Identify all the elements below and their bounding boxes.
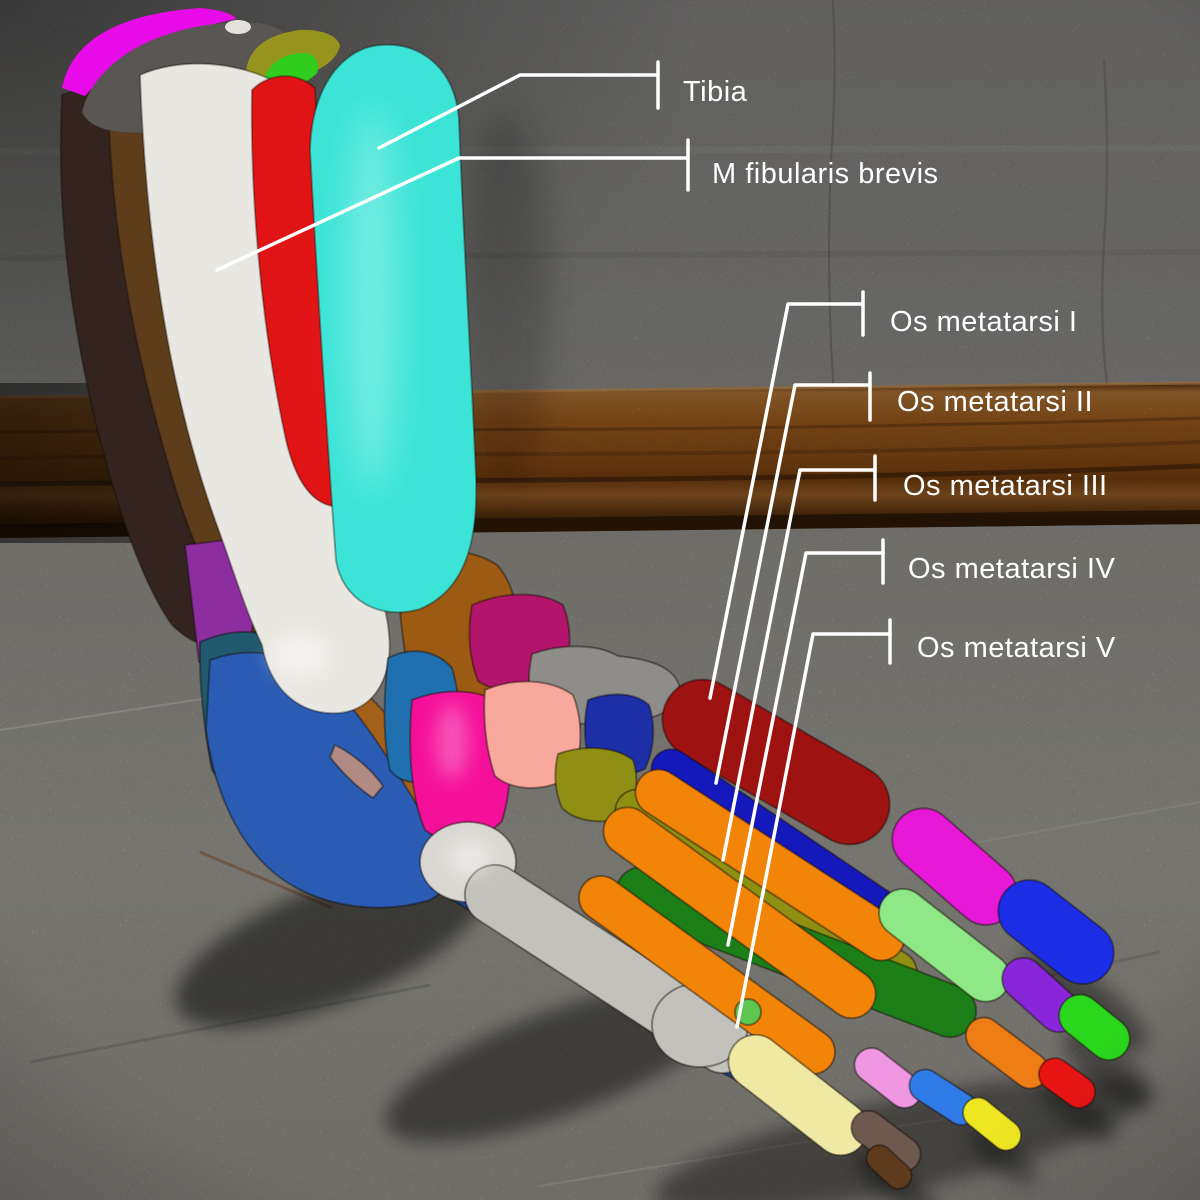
metatarsi-1-label: Os metatarsi I bbox=[890, 306, 1078, 338]
metatarsi-4-label: Os metatarsi IV bbox=[908, 553, 1115, 585]
label-metatarsi-2: Os metatarsi II bbox=[714, 371, 1093, 785]
fibularis-leader-line bbox=[215, 156, 690, 272]
metatarsi-1-leader-line bbox=[708, 302, 865, 700]
label-metatarsi-4: Os metatarsi IV bbox=[726, 538, 1115, 947]
label-metatarsi-1: Os metatarsi I bbox=[708, 290, 1078, 700]
fibularis-label: M fibularis brevis bbox=[712, 158, 939, 190]
metatarsi-3-leader-line bbox=[721, 468, 877, 862]
annotations: Tibia M fibularis brevis Os metatarsi I … bbox=[215, 60, 1116, 1029]
tibia-label: Tibia bbox=[683, 76, 748, 108]
metatarsi-2-label: Os metatarsi II bbox=[897, 386, 1093, 418]
metatarsi-3-label: Os metatarsi III bbox=[903, 470, 1108, 502]
metatarsi-2-leader-line bbox=[714, 383, 872, 785]
label-metatarsi-3: Os metatarsi III bbox=[721, 454, 1108, 862]
label-fibularis-brevis: M fibularis brevis bbox=[215, 138, 939, 272]
metatarsi-5-leader-line bbox=[735, 632, 892, 1029]
metatarsi-4-leader-line bbox=[726, 551, 885, 947]
label-metatarsi-5: Os metatarsi V bbox=[735, 618, 1116, 1029]
label-tibia: Tibia bbox=[377, 60, 748, 150]
metatarsi-5-label: Os metatarsi V bbox=[917, 632, 1116, 664]
tibia-leader-line bbox=[377, 73, 660, 150]
